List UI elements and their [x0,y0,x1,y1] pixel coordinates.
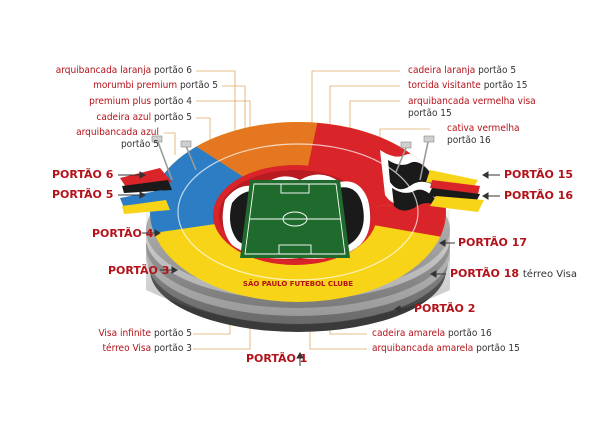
gate-6: PORTÃO 6 [52,168,114,181]
label-premium-plus: premium plus portão 4 [89,96,192,107]
label-torcida-visitante: torcida visitante portão 15 [408,80,528,91]
label-cadeira-laranja: cadeira laranja portão 5 [408,65,517,76]
football-field [240,180,350,258]
gate-2: PORTÃO 2 [414,302,476,315]
gate-4: PORTÃO 4 [92,227,154,240]
stadium-name: SÃO PAULO FUTEBOL CLUBE [243,279,353,288]
label-cadeira-azul: cadeira azul portão 5 [96,112,192,123]
gate-17: PORTÃO 17 [458,236,528,249]
gate-arrows [118,171,500,366]
label-morumbi-premium: morumbi premium portão 5 [93,80,218,91]
gate-ramps-right [426,170,484,212]
label-visa-infinite: Visa infinite portão 5 [98,328,192,339]
gate-15: PORTÃO 15 [504,168,574,181]
gate-1: PORTÃO 1 [246,352,308,365]
gate-ramps-left [120,168,172,214]
gate-18-label: PORTÃO 18 [450,267,520,280]
gate-18-note: térreo Visa [522,269,577,280]
label-cadeira-amarela: cadeira amarela portão 16 [372,328,492,339]
gate-5: PORTÃO 5 [52,188,114,201]
gate-16: PORTÃO 16 [504,189,574,202]
label-terreo-visa: térreo Visa portão 3 [102,343,193,354]
gate-18: PORTÃO 18 térreo Visa [450,267,577,280]
light-tower-heads [151,135,435,149]
label-arquibancada-amarela: arquibancada amarela portão 15 [372,343,520,354]
label-arquibancada-laranja: arquibancada laranja portão 6 [55,65,192,76]
gate-3: PORTÃO 3 [108,264,170,277]
light-towers [157,141,429,181]
